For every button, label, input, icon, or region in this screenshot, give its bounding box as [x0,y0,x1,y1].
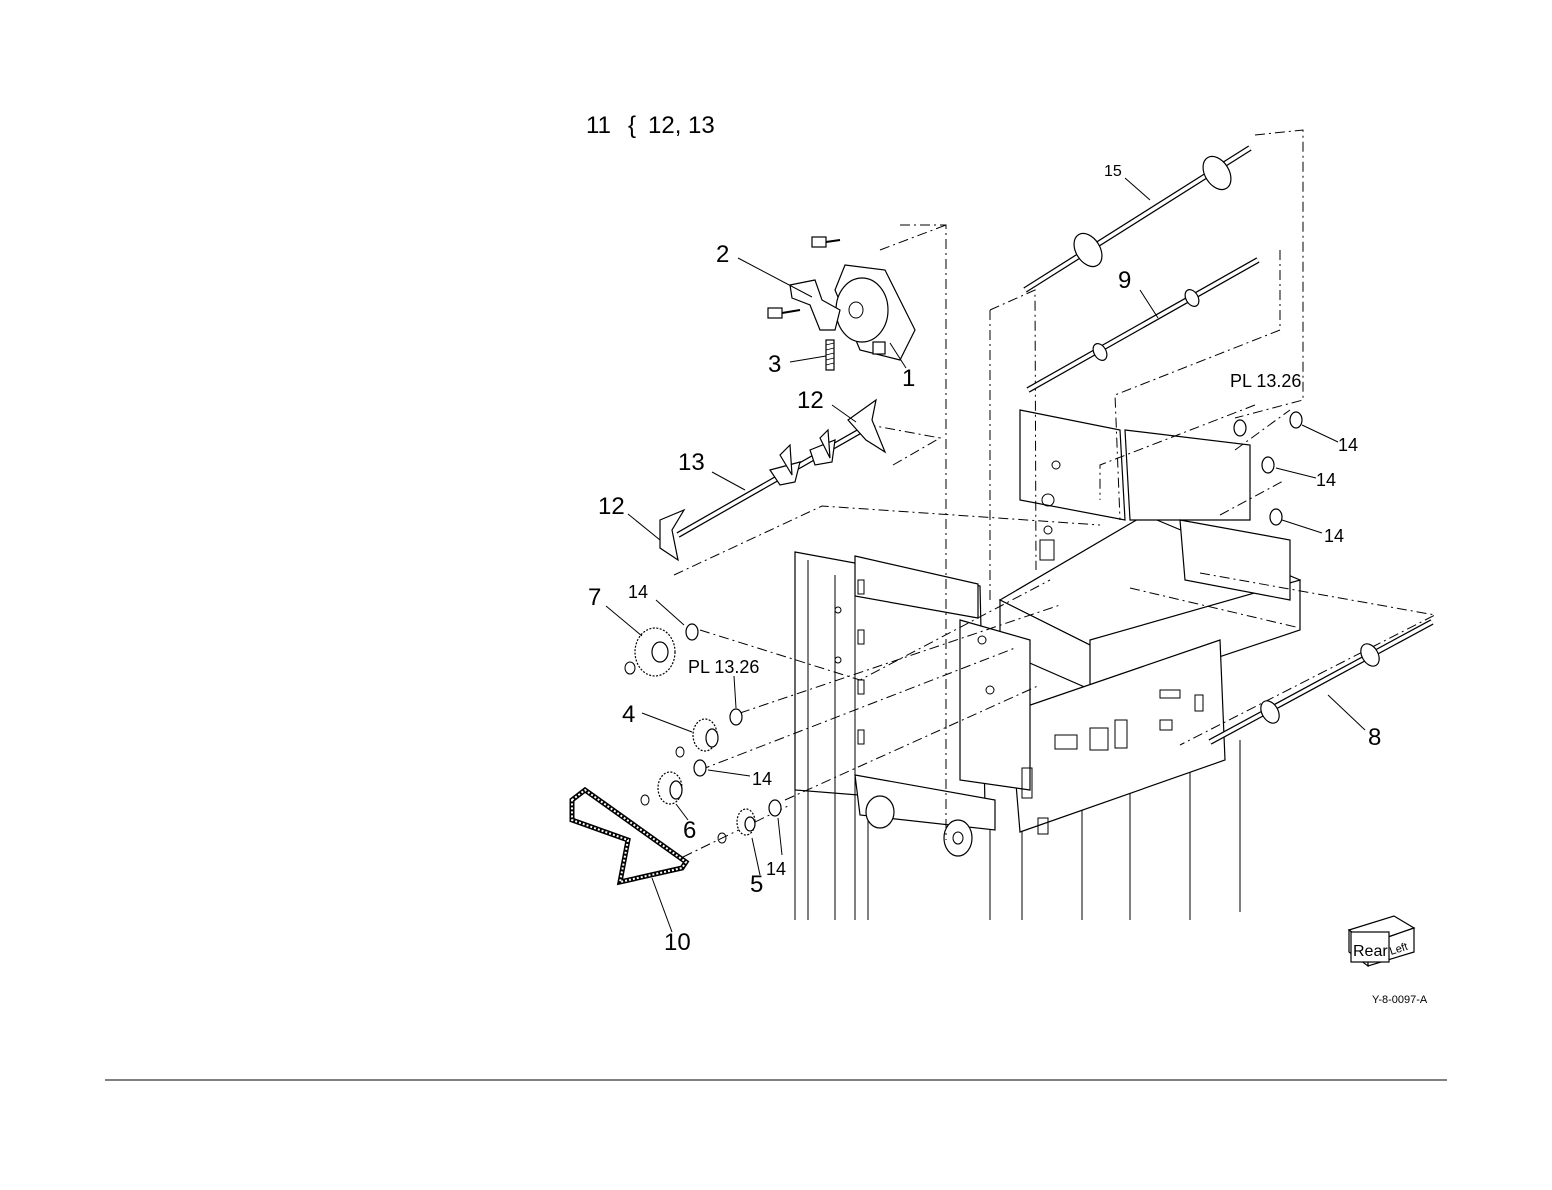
part-15-shaft [1025,148,1250,290]
callout-1: 1 [902,365,915,392]
callout-14-a: 14 [628,582,648,602]
pl-13-26-left: PL 13.26 [688,657,759,677]
callout-14-e: 14 [1316,470,1336,490]
mid-plate [960,620,1030,790]
callout-3: 3 [768,351,781,378]
callout-13: 13 [678,449,705,476]
callout-14-d: 14 [1338,435,1358,455]
kit-number: 11 [586,112,611,139]
part-6-pulley [641,772,682,805]
callout-12-lower: 12 [598,493,625,520]
part-12-paddle-upper [848,400,885,452]
part-9-shaft [1028,260,1258,390]
part-5-pulley [718,809,755,843]
callout-6: 6 [683,817,696,844]
kit-header: 11 { 12, 13 [586,112,715,139]
callout-14-c: 14 [766,859,786,879]
part-2-bracket [768,280,840,330]
callout-15: 15 [1104,163,1122,180]
pl-13-26-right: PL 13.26 [1230,371,1301,391]
part-3-spring [826,340,834,370]
rear-right-bracket [1125,430,1250,520]
figure-id: Y-8-0097-A [1372,994,1428,1006]
kit-parts: 12, 13 [648,112,715,139]
callout-8: 8 [1368,724,1381,751]
callout-2: 2 [716,241,729,268]
chassis-frame [795,410,1300,920]
part-4-pulley [676,719,718,757]
callout-5: 5 [750,871,763,898]
kit-brace: { [628,112,636,139]
lower-disk-right [944,820,972,856]
callout-12-upper: 12 [797,387,824,414]
callout-7: 7 [588,584,601,611]
part-13-shaft [678,430,862,535]
cube-rear-label: Rear [1353,943,1388,960]
orientation-cube: Rear Left [1349,916,1414,966]
part-7-gear [625,628,675,676]
callout-10: 10 [664,929,691,956]
lower-disk-left [866,796,894,828]
callout-9: 9 [1118,267,1131,294]
callout-4: 4 [622,701,635,728]
callout-14-b: 14 [752,769,772,789]
callout-14-f: 14 [1324,526,1344,546]
